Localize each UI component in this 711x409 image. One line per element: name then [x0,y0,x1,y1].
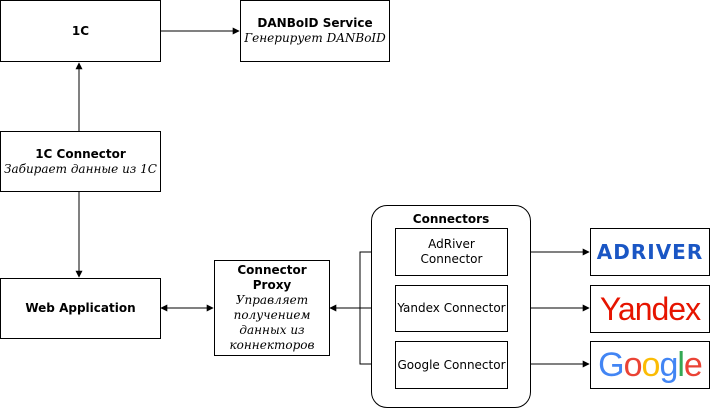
node-connector-proxy-subtitle: Управляет получением данных из коннектор… [229,293,315,352]
node-danboid-subtitle: Генерирует DANBoID [244,31,386,45]
google-logo-letter: o [641,346,661,384]
node-yandex-connector-label: Yandex Connector [397,301,506,315]
node-web-application[interactable]: Web Application [0,278,161,339]
google-logo-letter: G [598,346,624,384]
yandex-logo-text: Yandex [599,291,701,327]
node-adriver-connector[interactable]: AdRiver Connector [395,228,508,276]
node-google-connector[interactable]: Google Connector [395,341,508,389]
node-yandex-connector[interactable]: Yandex Connector [395,285,508,332]
connectors-group-title: Connectors [412,212,490,226]
node-1c-connector-title: 1C Connector [35,146,126,161]
node-1c-connector-subtitle: Забирает данные из 1С [4,161,157,176]
node-1c-connector[interactable]: 1C Connector Забирает данные из 1С [0,131,161,192]
google-logo-letter: o [623,346,643,384]
google-logo-letter: g [659,346,678,384]
google-logo: Google [590,341,710,389]
node-google-connector-label: Google Connector [397,357,506,372]
node-connector-proxy-title: Connector Proxy [237,263,307,292]
node-1c-title: 1C [71,23,90,38]
node-adriver-connector-label: AdRiver Connector [420,237,483,266]
adriver-logo-text: ADRIVER [596,240,704,264]
node-danboid-title: DANBoID Service [257,16,373,30]
node-web-application-title: Web Application [25,301,136,315]
google-logo-text: Google [598,346,703,384]
adriver-logo: ADRIVER [590,228,710,276]
node-1c[interactable]: 1C [0,0,161,62]
node-connector-proxy[interactable]: Connector Proxy Управляет получением дан… [214,260,330,356]
node-danboid-service[interactable]: DANBoID Service Генерирует DANBoID [240,0,390,62]
yandex-logo: Yandex [590,285,710,333]
google-logo-letter: l [677,346,685,384]
google-logo-letter: e [683,346,703,384]
